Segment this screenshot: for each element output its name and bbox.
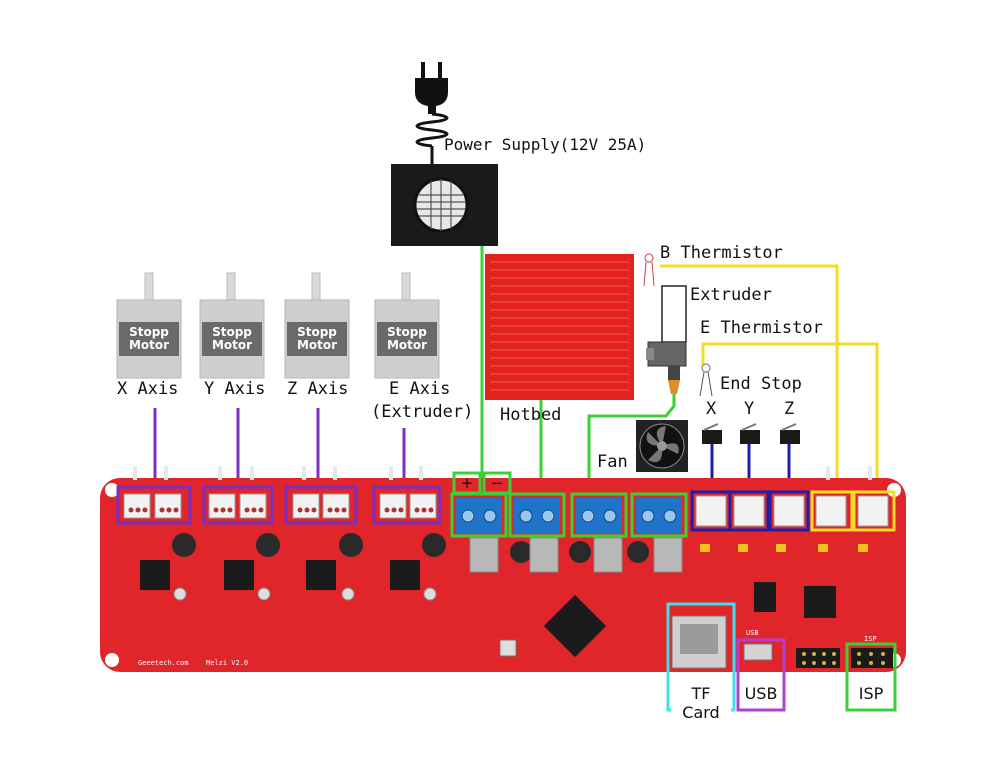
end-stop-label: End Stop bbox=[720, 374, 802, 394]
e-axis-sublabel: (Extruder) bbox=[371, 402, 474, 422]
hotbed-label: Hotbed bbox=[500, 405, 562, 425]
motor-y-text-bottom: Motor bbox=[211, 338, 253, 352]
board-usb-silk: USB bbox=[746, 629, 759, 637]
extruder-heater-wire bbox=[587, 394, 676, 496]
end-stop-x-label: X bbox=[706, 399, 717, 419]
stepper-motor-icon-y bbox=[199, 272, 265, 379]
tf-card-label: TF Card bbox=[671, 684, 731, 722]
power-supply-label: Power Supply(12V 25A) bbox=[444, 135, 647, 154]
motor-z-text-top: Stopp bbox=[297, 325, 337, 339]
motor-y-text-top: Stopp bbox=[212, 325, 252, 339]
capacitors bbox=[172, 533, 649, 563]
board-brand-text: Geeetech.com bbox=[138, 659, 189, 667]
motor-wires bbox=[153, 408, 406, 487]
motor-x-text-bottom: Motor bbox=[128, 338, 170, 352]
stepper-motor-icon-z bbox=[284, 272, 350, 379]
extruder-label: Extruder bbox=[690, 285, 772, 305]
e-axis-label: E Axis bbox=[389, 379, 451, 399]
e-thermistor-icon bbox=[699, 363, 713, 397]
highlight-boxes bbox=[116, 471, 897, 712]
microcontroller-chip bbox=[543, 594, 607, 658]
endstop-switch-icons bbox=[702, 423, 800, 444]
terminal-blocks bbox=[456, 498, 682, 534]
b-thermistor-icon bbox=[643, 253, 655, 287]
extruder-icon bbox=[646, 285, 687, 394]
motor-x-text: Stopp Motor bbox=[120, 326, 178, 352]
melzi-board bbox=[100, 466, 906, 672]
end-stop-y-label: Y bbox=[744, 399, 755, 419]
fan-icon bbox=[636, 420, 688, 472]
motor-e-text-top: Stopp bbox=[387, 325, 427, 339]
terminal-minus-label: − bbox=[490, 474, 504, 492]
fan-label: Fan bbox=[597, 452, 628, 472]
terminal-plus-label: + bbox=[460, 474, 474, 492]
y-axis-label: Y Axis bbox=[204, 379, 266, 399]
thermistor-wires bbox=[660, 264, 879, 486]
motor-e-text: Stopp Motor bbox=[378, 326, 436, 352]
b-thermistor-label: B Thermistor bbox=[660, 243, 783, 263]
x-axis-label: X Axis bbox=[117, 379, 179, 399]
board-model-text: Melzi V2.0 bbox=[206, 659, 249, 667]
power-supply-unit bbox=[391, 164, 498, 246]
stepper-motors bbox=[116, 272, 440, 379]
motor-e-text-bottom: Motor bbox=[386, 338, 428, 352]
motor-z-text-bottom: Motor bbox=[296, 338, 338, 352]
motor-x-text-top: Stopp bbox=[129, 325, 169, 339]
e-thermistor-label: E Thermistor bbox=[700, 318, 823, 338]
stepper-motor-icon-e bbox=[374, 272, 440, 379]
motor-z-text: Stopp Motor bbox=[288, 326, 346, 352]
power-plug-icon bbox=[415, 62, 449, 166]
hotbed-plate bbox=[485, 254, 634, 400]
stepper-motor-icon-x bbox=[116, 272, 182, 379]
z-axis-label: Z Axis bbox=[287, 379, 349, 399]
end-stop-z-label: Z bbox=[784, 399, 795, 419]
usb-label: USB bbox=[741, 684, 781, 703]
motor-y-text: Stopp Motor bbox=[203, 326, 261, 352]
board-isp-silk: ISP bbox=[864, 635, 877, 643]
isp-label: ISP bbox=[850, 684, 892, 703]
